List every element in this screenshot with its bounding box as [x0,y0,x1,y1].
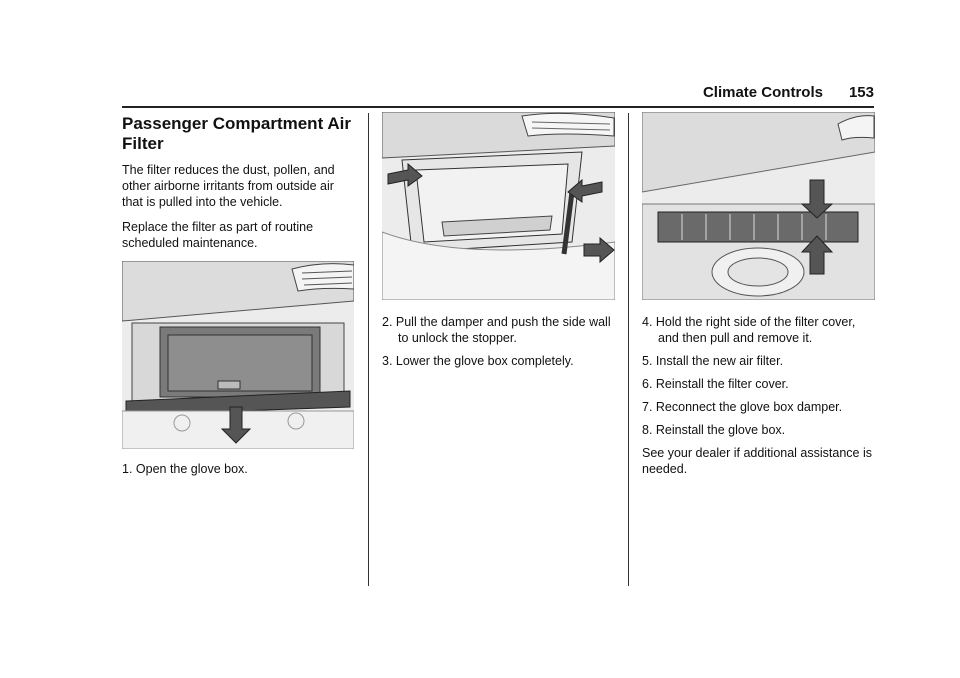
column-1: Passenger Compartment Air Filter The fil… [122,112,354,484]
column-divider-2 [628,113,629,586]
step-7: 7. Reconnect the glove box damper. [642,400,843,414]
step-3: 3. Lower the glove box completely. [382,354,574,368]
section-title: Climate Controls [702,84,823,101]
column-divider-1 [368,113,369,586]
step-8: 8. Reinstall the glove box. [642,423,786,437]
step-2: 2. Pull the damper and push the side wal… [382,315,611,345]
step-1: 1. Open the glove box. [122,462,248,476]
step-5: 5. Install the new air filter. [642,354,784,368]
intro-paragraph: The filter reduces the dust, pollen, and… [122,163,335,209]
filter-cover-illustration [642,112,875,300]
step-6: 6. Reinstall the filter cover. [642,377,789,391]
header-rule [122,106,874,108]
glove-box-damper-illustration [382,112,615,300]
section-heading: Passenger Compartment Air Filter [122,114,351,153]
column-3: 4. Hold the right side of the filter cov… [642,112,875,486]
maintenance-paragraph: Replace the filter as part of routine sc… [122,220,314,250]
dealer-note: See your dealer if additional assistance… [642,446,872,476]
running-header: Climate Controls 153 [703,84,874,101]
glove-box-open-illustration [122,261,354,449]
column-2: 2. Pull the damper and push the side wal… [382,112,615,376]
page-number: 153 [848,84,874,101]
step-4: 4. Hold the right side of the filter cov… [642,315,856,345]
